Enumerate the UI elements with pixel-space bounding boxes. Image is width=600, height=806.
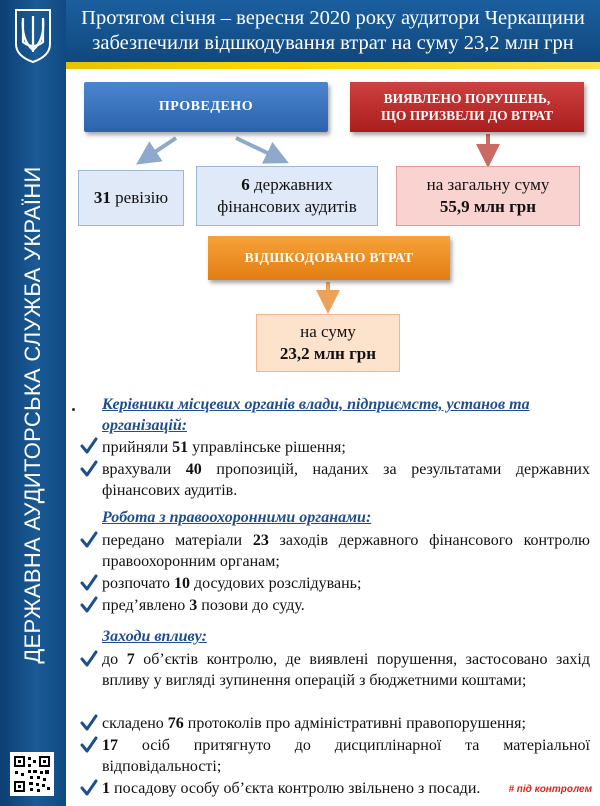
total-losses-value: 55,9 млн грн [439,197,537,216]
list-item: до 7 об’єктів контролю, де виявлені пору… [102,651,591,689]
checkmark-icon [80,779,98,796]
qr-code-icon [10,752,54,796]
compensated-box: на суму 23,2 млн грн [256,314,400,372]
header-yellow-stripe [66,62,600,69]
list-item: розпочато 10 досудових розслідувань; [102,575,362,592]
compensated-value: 23,2 млн грн [279,344,377,363]
section-heading-law-enforcement: Робота з правоохоронними органами: [102,509,372,526]
checkmark-icon [80,736,98,753]
audits-box: 6 державних фінансових аудитів [196,166,378,226]
checkmark-icon [80,714,98,731]
section-heading-managers: Керівники місцевих органів влади, підпри… [102,396,530,434]
total-losses-box: на загальну суму 55,9 млн грн [396,166,580,226]
revisions-box: 31 ревізію [78,170,184,226]
checkmark-icon [80,437,98,454]
list-item: врахували 40 пропозицій, наданих за резу… [102,461,590,499]
conducted-banner: ПРОВЕДЕНО [84,82,328,132]
audits-count: 6 [241,175,250,194]
checkmark-icon [80,650,98,667]
arrow-to-revisions [136,136,178,165]
service-name-vertical: ДЕРЖАВНА АУДИТОРСЬКА СЛУЖБА УКРАЇНИ [20,166,45,664]
list-item: 1 посадову особу об’єкта контролю звільн… [102,780,481,797]
list-item: 17 осіб притягнуто до дисциплінарної та … [102,737,590,775]
violations-banner: ВИЯВЛЕНО ПОРУШЕНЬ, ЩО ПРИЗВЕЛИ ДО ВТРАТ [350,82,584,132]
compensated-banner: ВІДШКОДОВАНО ВТРАТ [208,236,450,280]
revisions-count: 31 [93,188,111,207]
checkmark-icon [80,596,98,613]
checkmark-icon [80,531,98,548]
header: Протягом січня – вересня 2020 року аудит… [66,0,600,62]
sidebar: ДЕРЖАВНА АУДИТОРСЬКА СЛУЖБА УКРАЇНИ [0,0,66,806]
trident-coat-of-arms-icon [15,9,51,64]
arrow-to-audits [235,136,289,164]
hashtag-label: # під контролем [508,784,592,795]
bullet-dot [72,408,75,411]
list-item: складено 76 протоколів про адміністратив… [102,715,526,732]
checkmark-icon [80,574,98,591]
section-heading-measures: Заходи впливу: [102,628,207,645]
checkmark-icon [80,460,98,477]
list-item: прийняли 51 управлінське рішення; [102,439,346,456]
list-item: пред’явлено 3 позови до суду. [102,597,305,614]
list-item: передано матеріали 23 заходів державного… [102,532,591,570]
page-title: Протягом січня – вересня 2020 року аудит… [81,7,585,54]
